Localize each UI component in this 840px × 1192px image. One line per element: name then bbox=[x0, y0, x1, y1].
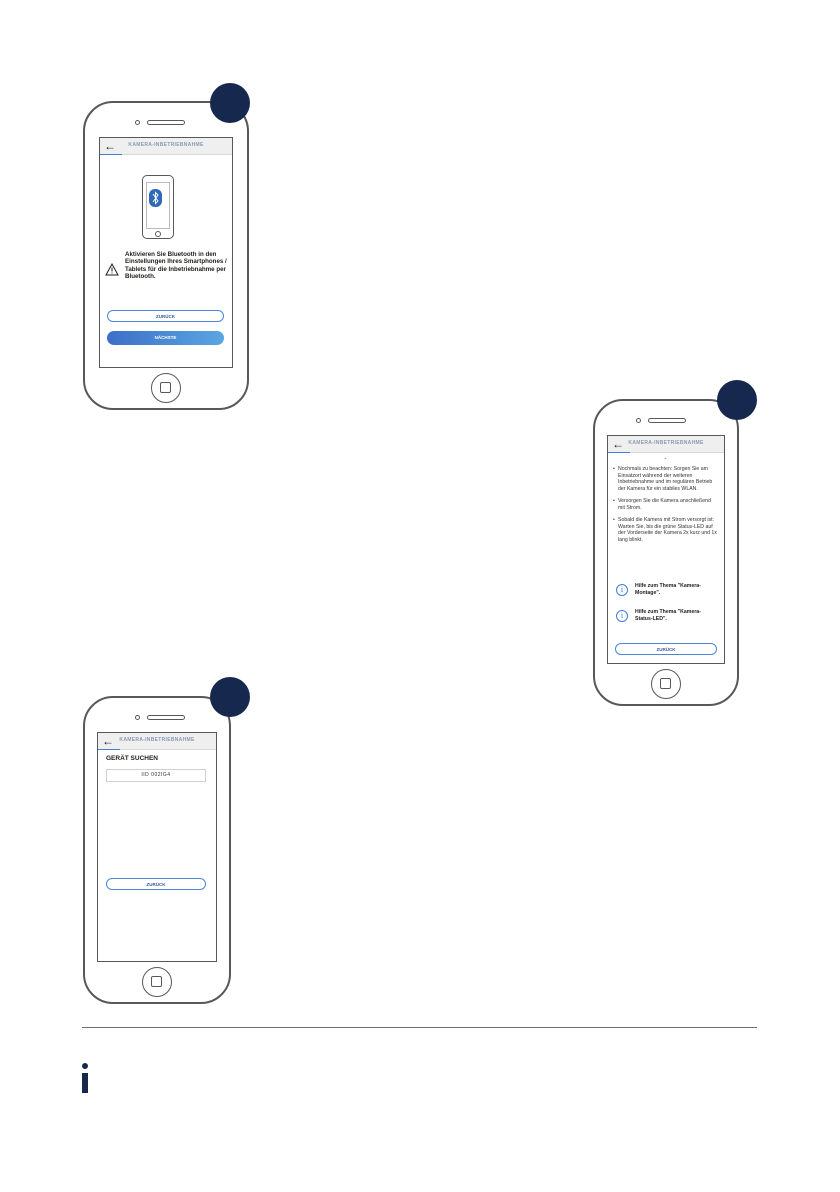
info-icon bbox=[81, 1063, 89, 1093]
app-screen: ← KAMERA-INBETRIEBNAHME - Nochmals zu be… bbox=[607, 435, 725, 664]
tab-indicator bbox=[608, 451, 630, 453]
front-camera bbox=[636, 418, 641, 423]
smartphone-illustration bbox=[142, 175, 174, 239]
info-icon: i bbox=[616, 584, 628, 596]
app-title: KAMERA-INBETRIEBNAHME bbox=[128, 142, 204, 148]
divider bbox=[82, 1027, 757, 1028]
help-link-status-led[interactable]: i Hilfe zum Thema "Kamera-Status-LED". bbox=[616, 608, 718, 628]
speaker-grille bbox=[147, 120, 185, 125]
bluetooth-icon bbox=[149, 189, 162, 207]
tab-indicator bbox=[98, 748, 120, 750]
help-link-montage[interactable]: i Hilfe zum Thema "Kamera-Montage". bbox=[616, 582, 718, 602]
help-link-text: Hilfe zum Thema "Kamera-Montage". bbox=[635, 583, 701, 596]
step-badge bbox=[210, 677, 250, 717]
back-button[interactable]: ZURÜCK bbox=[615, 643, 717, 655]
bluetooth-instruction: Aktivieren Sie Bluetooth in den Einstell… bbox=[105, 251, 227, 291]
front-camera bbox=[135, 715, 140, 720]
back-button[interactable]: ZURÜCK bbox=[106, 878, 206, 890]
arrow-left-icon[interactable]: ← bbox=[104, 139, 116, 153]
info-icon: i bbox=[616, 610, 628, 622]
step-badge bbox=[717, 380, 757, 420]
next-button[interactable]: NÄCHSTE bbox=[107, 331, 224, 345]
app-bar: ← KAMERA-INBETRIEBNAHME bbox=[100, 138, 232, 155]
phone-mockup-bluetooth: ← KAMERA-INBETRIEBNAHME Aktivieren Sie B… bbox=[83, 101, 249, 410]
tab-indicator bbox=[100, 153, 122, 155]
instruction-list: - Nochmals zu beachten: Sorgen Sie am Ei… bbox=[613, 456, 718, 549]
list-item: Versorgen Sie die Kamera anschließend mi… bbox=[613, 498, 718, 511]
back-button[interactable]: ZURÜCK bbox=[107, 310, 224, 322]
list-item: Nochmals zu beachten: Sorgen Sie am Eins… bbox=[613, 466, 718, 492]
home-button bbox=[651, 669, 681, 699]
smartphone-illustration-screen bbox=[146, 182, 170, 229]
phone-mockup-power: ← KAMERA-INBETRIEBNAHME - Nochmals zu be… bbox=[593, 399, 739, 706]
list-item: Sobald die Kamera mit Strom versorgt ist… bbox=[613, 517, 718, 543]
home-button bbox=[151, 373, 181, 403]
page-title: GERÄT SUCHEN bbox=[106, 755, 159, 762]
instruction-text: Aktivieren Sie Bluetooth in den Einstell… bbox=[125, 251, 227, 281]
app-title: KAMERA-INBETRIEBNAHME bbox=[119, 737, 195, 743]
step-badge bbox=[210, 83, 250, 123]
speaker-grille bbox=[648, 418, 686, 423]
front-camera bbox=[135, 120, 140, 125]
app-screen: ← KAMERA-INBETRIEBNAHME Aktivieren Sie B… bbox=[99, 137, 233, 368]
app-screen: ← KAMERA-INBETRIEBNAHME GERÄT SUCHEN IID… bbox=[97, 732, 217, 962]
home-button bbox=[142, 967, 172, 997]
device-list-item[interactable]: IID 002IG4 bbox=[106, 769, 206, 782]
app-bar: ← KAMERA-INBETRIEBNAHME bbox=[608, 436, 724, 453]
arrow-left-icon[interactable]: ← bbox=[102, 734, 114, 748]
dash-mark: - bbox=[664, 456, 667, 462]
arrow-left-icon[interactable]: ← bbox=[612, 437, 624, 451]
help-link-text: Hilfe zum Thema "Kamera-Status-LED". bbox=[635, 609, 701, 622]
phone-mockup-search: ← KAMERA-INBETRIEBNAHME GERÄT SUCHEN IID… bbox=[83, 696, 231, 1004]
smartphone-illustration-home bbox=[155, 230, 161, 237]
app-title: KAMERA-INBETRIEBNAHME bbox=[628, 440, 704, 446]
speaker-grille bbox=[147, 715, 185, 720]
warning-icon bbox=[105, 263, 119, 276]
app-bar: ← KAMERA-INBETRIEBNAHME bbox=[98, 733, 216, 750]
